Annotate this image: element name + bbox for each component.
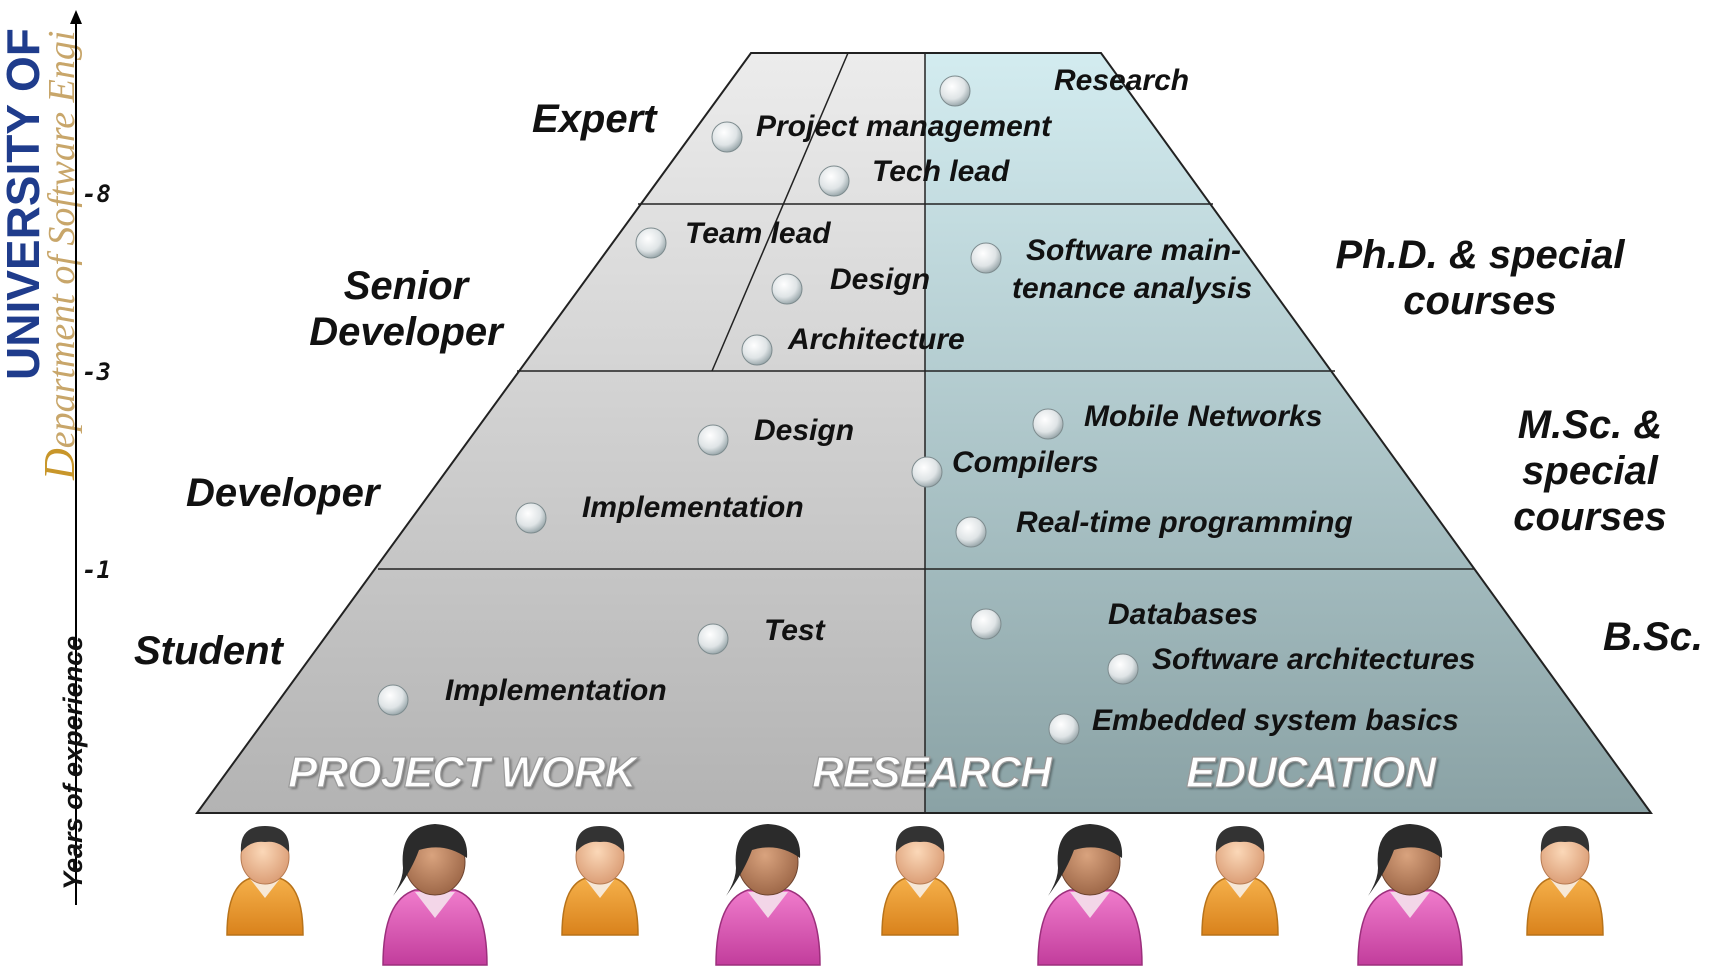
inner-slant (711, 52, 849, 372)
course-msc: M.Sc. & special courses (1480, 402, 1700, 540)
bead (818, 165, 850, 197)
item-implementation-dev: Implementation (582, 491, 804, 524)
tick-1: -1 (82, 556, 111, 584)
item-software-maintenance: Software main- tenance analysis (1012, 232, 1252, 307)
item-design-dev: Design (754, 414, 855, 447)
female-user-icon (382, 824, 488, 966)
item-tech-lead: Tech lead (872, 155, 1010, 188)
course-bsc: B.Sc. (1603, 615, 1704, 659)
level-developer: Developer (186, 471, 380, 515)
item-software-maintenance-line2: tenance analysis (1012, 271, 1253, 305)
item-test: Test (764, 614, 825, 647)
course-msc-line1: M.Sc. & (1517, 403, 1663, 447)
bead (697, 623, 729, 655)
bead (711, 121, 743, 153)
bead (515, 502, 547, 534)
level-senior: Senior Developer (296, 263, 516, 355)
item-software-maintenance-line1: Software main- (1026, 234, 1242, 267)
bead (970, 608, 1002, 640)
bead (1048, 713, 1080, 745)
item-compilers: Compilers (952, 446, 1099, 479)
item-mobile-networks: Mobile Networks (1084, 400, 1323, 433)
category-education: EDUCATION (1185, 747, 1436, 797)
bead (741, 334, 773, 366)
bead (955, 516, 987, 548)
course-msc-line2: special (1522, 449, 1658, 493)
item-embedded: Embedded system basics (1092, 704, 1459, 737)
tick-8: -8 (82, 180, 111, 208)
pyramid-outline (195, 52, 1653, 814)
bead (697, 424, 729, 456)
people-row (226, 824, 1604, 966)
item-implementation-student: Implementation (445, 674, 667, 707)
female-user-icon (1037, 824, 1143, 966)
male-user-icon (1526, 826, 1604, 936)
category-project-work: PROJECT WORK (287, 747, 637, 797)
item-research: Research (1054, 64, 1190, 97)
bead (377, 684, 409, 716)
tick-3: -3 (82, 358, 111, 386)
bead (771, 273, 803, 305)
category-research: RESEARCH (811, 747, 1052, 797)
course-phd-line1: Ph.D. & special (1335, 233, 1625, 277)
male-user-icon (561, 826, 639, 936)
bead (970, 242, 1002, 274)
level-senior-line1: Senior (343, 264, 469, 308)
item-realtime: Real-time programming (1016, 506, 1353, 539)
level-senior-line2: Developer (309, 310, 503, 354)
bead (1032, 408, 1064, 440)
bead (1107, 653, 1139, 685)
level-expert: Expert (532, 97, 657, 141)
item-project-management: Project management (756, 110, 1052, 143)
item-software-architectures: Software architectures (1152, 643, 1476, 676)
project-half (197, 53, 925, 813)
bead (635, 227, 667, 259)
female-user-icon (1357, 824, 1463, 966)
bead (911, 456, 943, 488)
level-student: Student (134, 629, 283, 673)
y-axis-arrow (70, 10, 82, 24)
education-half (925, 53, 1651, 813)
beads (377, 75, 1139, 745)
course-msc-line3: courses (1513, 495, 1667, 539)
course-phd: Ph.D. & special courses (1320, 232, 1640, 324)
item-design-senior: Design (830, 263, 931, 296)
bead (939, 75, 971, 107)
male-user-icon (1201, 826, 1279, 936)
female-user-icon (715, 824, 821, 966)
male-user-icon (881, 826, 959, 936)
item-architecture: Architecture (788, 323, 965, 356)
item-databases: Databases (1108, 598, 1259, 631)
y-axis-title: Years of experience (58, 635, 88, 890)
item-team-lead: Team lead (685, 217, 831, 250)
male-user-icon (226, 826, 304, 936)
course-phd-line2: courses (1403, 279, 1557, 323)
